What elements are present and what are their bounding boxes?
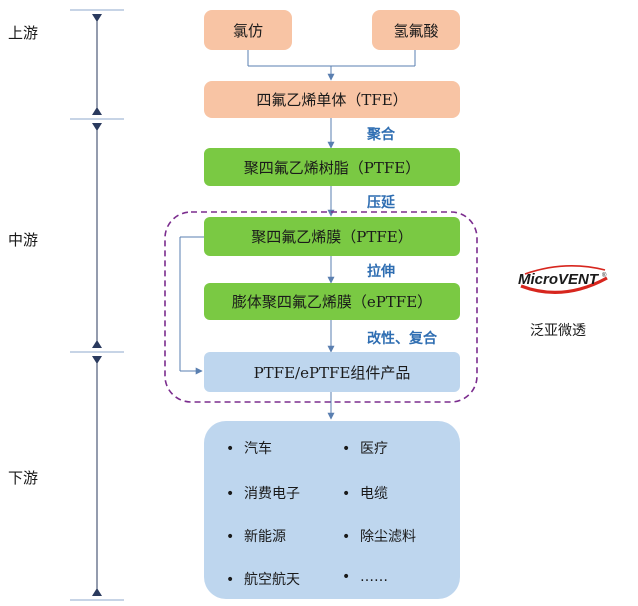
svg-text:Micro: Micro (518, 271, 558, 288)
node-eptfe-film: 膨体聚四氟乙烯膜（ePTFE） (204, 283, 460, 320)
application-item: •电缆 (342, 486, 388, 502)
node-components: PTFE/ePTFE组件产品 (204, 352, 460, 392)
application-item: •新能源 (226, 529, 286, 545)
node-ptfe-resin: 聚四氟乙烯树脂（PTFE） (204, 148, 460, 186)
node-tfe-monomer: 四氟乙烯单体（TFE） (204, 81, 460, 118)
application-item: •消费电子 (226, 486, 300, 502)
applications-panel: •汽车 •医疗 •消费电子 •电缆 •新能源 •除尘滤料 •航空航天 •…… (204, 421, 460, 599)
microvent-logo: Micro VENT ® (518, 265, 608, 294)
midstream-dashed-frame (164, 211, 478, 403)
svg-text:®: ® (602, 272, 607, 279)
brand-name-cn: 泛亚微透 (530, 323, 586, 339)
node-hydrofluoric-acid: 氢氟酸 (372, 10, 460, 50)
stage-label-upstream: 上游 (8, 24, 39, 42)
process-polymerize: 聚合 (367, 127, 395, 143)
stage-label-downstream: 下游 (8, 469, 39, 487)
node-ptfe-film: 聚四氟乙烯膜（PTFE） (204, 217, 460, 256)
application-item: •医疗 (342, 441, 388, 457)
application-item: •…… (342, 569, 388, 585)
application-item: •航空航天 (226, 572, 300, 588)
stage-label-midstream: 中游 (8, 231, 39, 249)
application-item: •汽车 (226, 441, 272, 457)
process-press-extend: 压延 (367, 195, 395, 211)
process-modify-compound: 改性、复合 (367, 331, 437, 347)
application-item: •除尘滤料 (342, 529, 416, 545)
svg-text:VENT: VENT (558, 271, 600, 288)
process-stretch: 拉伸 (367, 264, 395, 280)
raw-material-merge-connector (247, 50, 416, 81)
node-chloroform: 氯仿 (204, 10, 292, 50)
stage-bracket (70, 9, 124, 601)
bypass-connector (179, 236, 204, 375)
